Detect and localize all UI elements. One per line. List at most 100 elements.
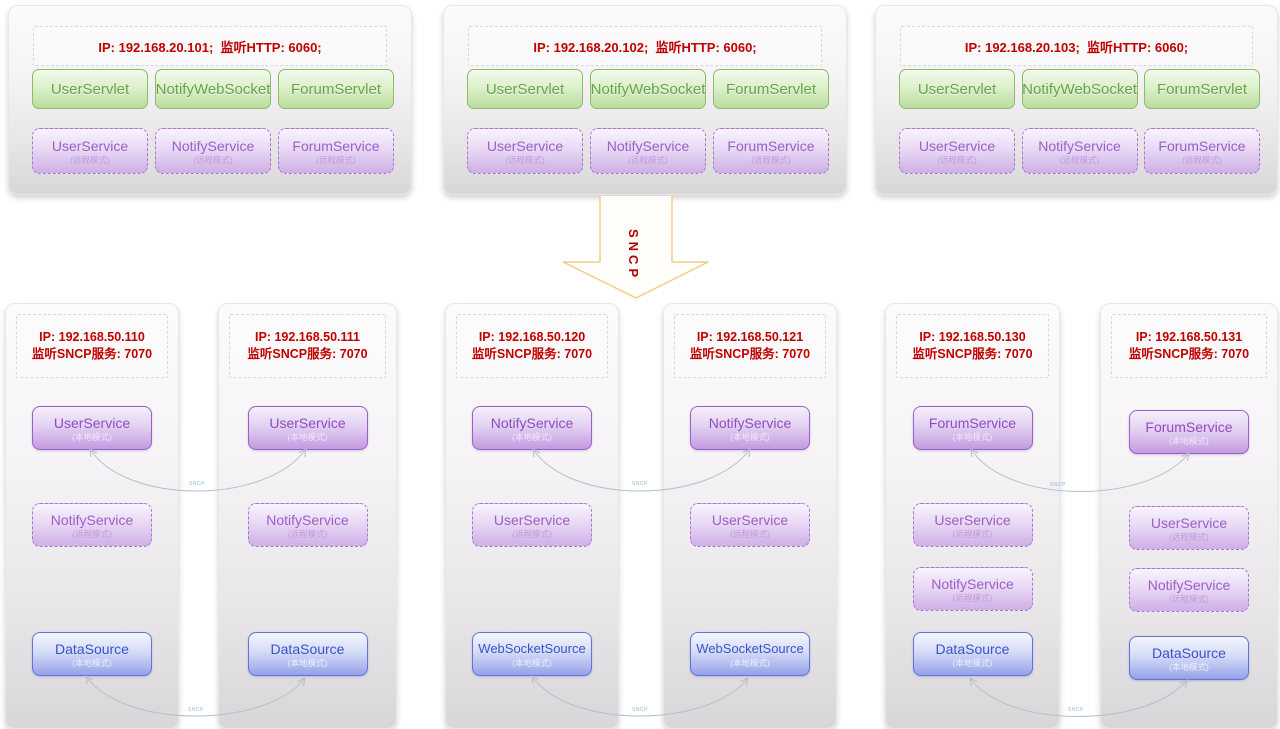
ip-label: IP: 192.168.50.131 监听SNCP服务: 7070 [1111, 314, 1267, 378]
service-name: UserService [51, 137, 129, 154]
ip-label: IP: 192.168.50.121 监听SNCP服务: 7070 [674, 314, 826, 378]
ip-label: IP: 192.168.20.101; 监听HTTP: 6060; [33, 26, 387, 66]
connector-label: SNCP [632, 707, 648, 713]
service-name: ForumService [292, 137, 380, 154]
ip-line: IP: 192.168.50.111 [255, 330, 360, 344]
service-name: NotifyService [171, 137, 255, 154]
connector-label: SNCP [1068, 707, 1084, 713]
service-box: ForumService (本地模式) [1129, 410, 1249, 454]
service-name: ForumService [928, 414, 1017, 431]
service-box: NotifyService (本地模式) [690, 406, 810, 450]
sncp-server-panel-121: IP: 192.168.50.121 监听SNCP服务: 7070 NotifyS… [663, 303, 837, 729]
remote-service-row: UserService (远程模式) NotifyService (远程模式) … [899, 128, 1260, 174]
service-mode: (远程模式) [1169, 593, 1209, 604]
service-mode: (本地模式) [512, 431, 552, 442]
service-mode: (远程模式) [730, 528, 770, 539]
service-box: NotifyService (远程模式) [247, 503, 368, 547]
service-mode: (远程模式) [937, 154, 977, 165]
service-box: ForumService (远程模式) [713, 128, 829, 174]
service-name: UserService [269, 414, 346, 431]
service-box: NotifyService (远程模式) [1129, 568, 1249, 612]
service-mode: (远程模式) [505, 154, 545, 165]
service-mode: (本地模式) [72, 657, 112, 668]
service-mode: (本地模式) [72, 431, 112, 442]
sncp-arrow-label: SNCP [626, 229, 641, 282]
sncp-server-panel-120: IP: 192.168.50.120 监听SNCP服务: 7070 NotifyS… [445, 303, 619, 729]
servlet-box: NotifyWebSocket [155, 69, 271, 109]
service-box: NotifyService (远程模式) [590, 128, 706, 174]
datasource-box: DataSource (本地模式) [247, 632, 368, 676]
service-name: WebSocketSource [696, 640, 804, 656]
servlet-box: ForumServlet [1144, 69, 1260, 109]
service-box: UserService (本地模式) [247, 406, 368, 450]
port-line: 监听SNCP服务: 7070 [471, 347, 593, 361]
connector-label: SNCP [188, 707, 204, 713]
service-mode: (本地模式) [952, 657, 993, 668]
service-name: UserService [918, 137, 996, 154]
service-name: NotifyService [266, 511, 349, 528]
ip-line: IP: 192.168.50.110 [39, 330, 145, 344]
http-server-panel-101: IP: 192.168.20.101; 监听HTTP: 6060; UserSe… [8, 5, 412, 195]
service-name: DataSource [1152, 644, 1226, 661]
service-name: UserService [934, 511, 1011, 528]
ip-line: IP: 192.168.50.131 [1135, 330, 1243, 344]
service-mode: (远程模式) [1169, 531, 1209, 542]
service-name: WebSocketSource [478, 640, 586, 656]
service-box: NotifyService (远程模式) [1021, 128, 1138, 174]
service-name: UserService [53, 414, 131, 431]
port-line: 监听SNCP服务: 7070 [31, 347, 153, 361]
servlet-box: NotifyWebSocket [590, 69, 706, 109]
service-box: UserService (远程模式) [690, 503, 810, 547]
remote-service-row: UserService (远程模式) NotifyService (远程模式) … [32, 128, 394, 174]
service-name: NotifyService [490, 414, 574, 431]
ip-label: IP: 192.168.50.120 监听SNCP服务: 7070 [456, 314, 608, 378]
servlet-box: ForumServlet [278, 69, 394, 109]
ip-line: IP: 192.168.50.130 [919, 330, 1026, 344]
datasource-box: DataSource (本地模式) [1129, 636, 1249, 680]
websocketsource-box: WebSocketSource (本地模式) [690, 632, 810, 676]
remote-service-row: UserService (远程模式) NotifyService (远程模式) … [467, 128, 829, 174]
service-box: UserService (远程模式) [899, 128, 1015, 174]
service-mode: (远程模式) [751, 154, 791, 165]
service-mode: (远程模式) [512, 528, 552, 539]
service-mode: (本地模式) [287, 657, 328, 668]
service-name: NotifyService [1038, 137, 1121, 154]
servlet-box: NotifyWebSocket [1021, 69, 1138, 109]
ip-line: IP: 192.168.50.121 [696, 330, 804, 344]
service-name: DataSource [55, 640, 129, 657]
websocketsource-box: WebSocketSource (本地模式) [472, 632, 592, 676]
service-mode: (远程模式) [193, 154, 233, 165]
service-name: NotifyService [50, 511, 134, 528]
servlet-box: ForumServlet [713, 69, 829, 109]
service-mode: (远程模式) [628, 154, 668, 165]
service-mode: (本地模式) [512, 657, 552, 668]
service-name: DataSource [935, 640, 1010, 657]
datasource-box: DataSource (本地模式) [32, 632, 152, 676]
service-box: UserService (远程模式) [472, 503, 592, 547]
service-mode: (本地模式) [287, 431, 328, 442]
service-mode: (本地模式) [1169, 661, 1209, 672]
port-line: 监听SNCP服务: 7070 [689, 347, 811, 361]
ip-label: IP: 192.168.50.110 监听SNCP服务: 7070 [16, 314, 168, 378]
service-box: UserService (远程模式) [912, 503, 1033, 547]
service-mode: (远程模式) [952, 592, 993, 603]
servlet-box: UserServlet [899, 69, 1015, 109]
port-line: 监听SNCP服务: 7070 [1128, 347, 1250, 361]
service-box: ForumService (远程模式) [278, 128, 394, 174]
connector-label: SNCP [1050, 482, 1066, 488]
service-name: NotifyService [1147, 576, 1231, 593]
ip-label: IP: 192.168.20.103; 监听HTTP: 6060; [900, 26, 1253, 66]
sncp-server-panel-110: IP: 192.168.50.110 监听SNCP服务: 7070 UserSer… [5, 303, 179, 729]
service-mode: (远程模式) [1059, 154, 1100, 165]
ip-line: IP: 192.168.50.120 [478, 330, 586, 344]
service-mode: (本地模式) [1169, 435, 1209, 446]
service-box: NotifyService (远程模式) [912, 567, 1033, 611]
service-name: UserService [1150, 514, 1228, 531]
datasource-box: DataSource (本地模式) [912, 632, 1033, 676]
service-box: UserService (本地模式) [32, 406, 152, 450]
service-name: DataSource [270, 640, 345, 657]
service-name: ForumService [1145, 418, 1233, 435]
http-server-panel-103: IP: 192.168.20.103; 监听HTTP: 6060; UserSe… [875, 5, 1278, 195]
